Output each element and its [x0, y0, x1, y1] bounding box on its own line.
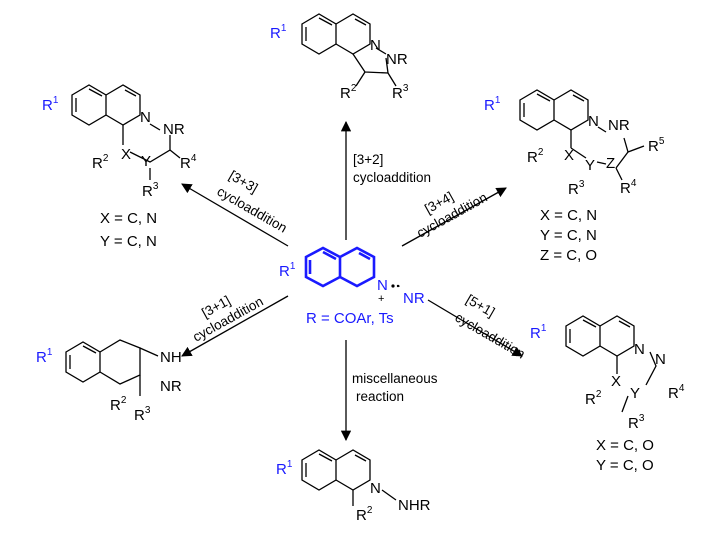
svg-text:X: X: [564, 147, 574, 164]
product-3-4: R1 N NR X Y Z R2 R3 R4 R5 X = C, N Y = C…: [484, 89, 665, 264]
arrow-top-right: [3+4] cycloaddition: [401, 187, 507, 247]
product-misc: R1 N NHR R2: [276, 449, 431, 524]
svg-text:X = C, N: X = C, N: [100, 210, 157, 227]
center-bond-dots: [391, 284, 395, 288]
svg-text:Y = C, N: Y = C, N: [100, 233, 157, 250]
svg-text:N: N: [370, 37, 381, 54]
arrow-bottom-right: [5+1] cycloaddition: [427, 292, 528, 362]
product-3-1: R1 NH NR R2 R3: [36, 339, 182, 424]
svg-text:R2: R2: [92, 153, 109, 172]
svg-text:Z = C, O: Z = C, O: [540, 247, 597, 264]
svg-text:R2: R2: [585, 389, 602, 408]
svg-text:R1: R1: [270, 23, 287, 42]
svg-text:R3: R3: [568, 179, 585, 198]
svg-text:cycloaddition: cycloaddition: [353, 170, 431, 185]
svg-text:Z: Z: [606, 155, 615, 172]
arrow-top-left: [3+3] cycloaddition: [181, 168, 290, 247]
svg-text:NHR: NHR: [398, 497, 431, 514]
svg-text:R1: R1: [484, 95, 501, 114]
svg-text:Y = C, O: Y = C, O: [596, 457, 654, 474]
arrow-bottom: miscellaneous reaction: [340, 340, 438, 442]
svg-text:X: X: [121, 146, 131, 163]
svg-text:R2: R2: [110, 395, 127, 414]
svg-text:Y = C, N: Y = C, N: [540, 227, 597, 244]
svg-text:R1: R1: [42, 95, 59, 114]
svg-text:R2: R2: [340, 83, 357, 102]
center-plus: +: [378, 293, 384, 305]
svg-text:miscellaneous: miscellaneous: [352, 371, 438, 386]
svg-text:N: N: [634, 341, 645, 358]
center-n-atom: N: [377, 277, 388, 294]
arrow-top: [3+2] cycloaddition: [340, 120, 431, 240]
svg-text:[3+2]: [3+2]: [353, 152, 383, 167]
svg-text:N: N: [140, 109, 151, 126]
center-r-definition: R = COAr, Ts: [306, 310, 394, 327]
svg-text:R4: R4: [620, 178, 637, 197]
svg-text:X = C, O: X = C, O: [596, 437, 654, 454]
svg-text:N: N: [588, 113, 599, 130]
svg-text:R3: R3: [134, 405, 151, 424]
svg-text:N: N: [370, 480, 381, 497]
svg-text:R3: R3: [392, 83, 409, 102]
svg-text:R1: R1: [276, 459, 293, 478]
svg-text:R2: R2: [527, 147, 544, 166]
svg-text:Y: Y: [141, 153, 151, 170]
svg-text:NR: NR: [386, 51, 408, 68]
svg-text:R2: R2: [356, 505, 373, 524]
svg-text:R1: R1: [36, 347, 53, 366]
arrow-bottom-left: [3+1] cycloaddition: [181, 293, 289, 357]
svg-text:Y: Y: [585, 157, 595, 174]
svg-text:NR: NR: [160, 378, 182, 395]
svg-text:NR: NR: [163, 121, 185, 138]
svg-text:X: X: [611, 373, 621, 390]
product-5-1: R1 N N X Y R2 R3 R4 X = C, O Y = C, O: [530, 315, 685, 474]
center-r1: R1: [279, 261, 296, 280]
svg-text:N: N: [655, 351, 666, 368]
svg-text:NH: NH: [160, 349, 182, 366]
svg-text:reaction: reaction: [356, 389, 404, 404]
svg-text:R3: R3: [628, 413, 645, 432]
svg-text:NR: NR: [608, 117, 630, 134]
product-3-3: R1 N NR X Y R2 R3 R4 X = C, N Y = C, N: [42, 84, 197, 250]
svg-text:Y: Y: [630, 385, 640, 402]
svg-text:R4: R4: [668, 383, 685, 402]
center-nr: NR: [403, 290, 425, 307]
product-3-2: R1 N NR R2 R3: [270, 13, 409, 102]
svg-text:R5: R5: [648, 136, 665, 155]
center-substrate: R1 N + - NR R = COAr, Ts: [279, 246, 425, 327]
svg-text:R1: R1: [530, 323, 547, 342]
svg-text:R3: R3: [142, 181, 159, 200]
svg-text:X = C, N: X = C, N: [540, 207, 597, 224]
svg-text:R4: R4: [180, 153, 197, 172]
center-minus: -: [397, 281, 400, 292]
